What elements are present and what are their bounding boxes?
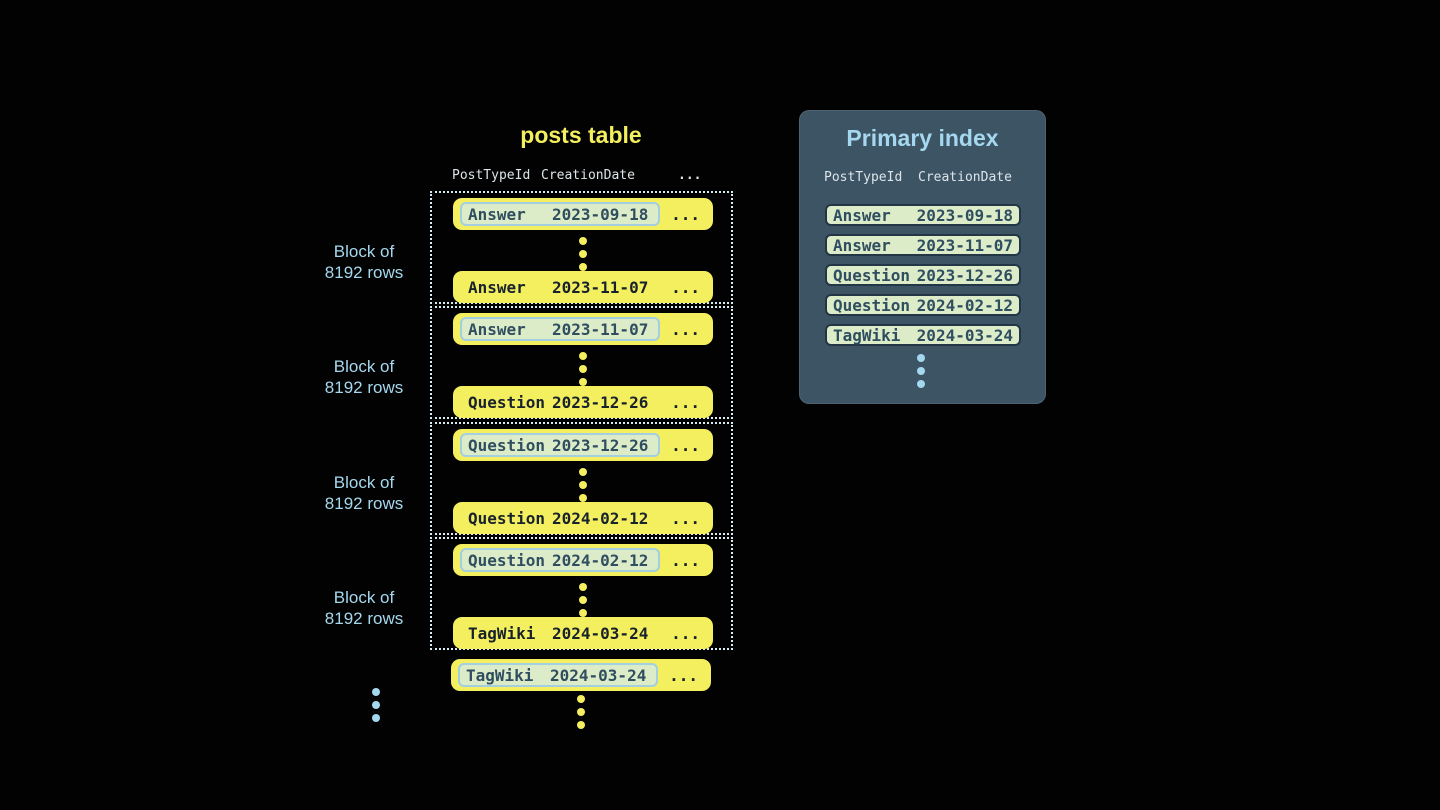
row-more-cell: ...: [671, 277, 700, 297]
index-row: Question 2023-12-26: [825, 264, 1021, 286]
posts-block: Block of 8192 rows Answer 2023-09-18 ...…: [325, 191, 733, 304]
row-more-cell: ...: [671, 508, 700, 528]
post-type-cell: Question: [468, 392, 546, 412]
primary-index-panel: Primary index PostTypeId CreationDate An…: [799, 110, 1046, 404]
row-more-cell: ...: [669, 665, 698, 685]
index-row: Question 2024-02-12: [825, 294, 1021, 316]
posts-table-title: posts table: [520, 122, 642, 148]
post-type-cell: TagWiki: [468, 623, 536, 643]
index-creation-date-cell: 2023-09-18: [916, 205, 1013, 225]
posts-column-header-more: ...: [678, 168, 702, 183]
block-label: Block of 8192 rows: [304, 241, 424, 283]
creation-date-cell: 2023-09-18: [552, 204, 649, 224]
block-last-row: Question 2023-12-26 ...: [453, 386, 713, 418]
creation-date-cell: 2023-11-07: [552, 319, 649, 339]
index-column-header-creationdate: CreationDate: [918, 170, 1012, 185]
posts-column-header-creationdate: CreationDate: [541, 168, 635, 183]
index-post-type-cell: Question: [833, 265, 911, 285]
creation-date-cell: 2024-02-12: [552, 508, 649, 528]
block-label-line2: 8192 rows: [324, 263, 404, 282]
block-first-row: Question 2023-12-26 ...: [453, 429, 713, 461]
row-key: Question 2023-12-26: [460, 390, 660, 414]
index-row: TagWiki 2024-03-24: [825, 324, 1021, 346]
block-first-row: Answer 2023-11-07 ...: [453, 313, 713, 345]
index-continues-ellipsis: [917, 354, 925, 388]
index-key-highlight: Question 2023-12-26: [460, 433, 660, 457]
row-more-cell: ...: [671, 623, 700, 643]
index-column-header-posttypeid: PostTypeId: [824, 170, 903, 185]
index-row: Answer 2023-09-18: [825, 204, 1021, 226]
posts-column-header-posttypeid: PostTypeId: [452, 168, 531, 183]
block-last-row: Answer 2023-11-07 ...: [453, 271, 713, 303]
blocks-continue-ellipsis: [372, 688, 380, 722]
index-post-type-cell: TagWiki: [833, 325, 901, 345]
block-label-line2: 8192 rows: [324, 378, 404, 397]
index-creation-date-cell: 2023-11-07: [916, 235, 1013, 255]
creation-date-cell: 2023-12-26: [552, 392, 649, 412]
row-key: Answer 2023-11-07: [460, 275, 660, 299]
index-key-highlight: Answer 2023-11-07: [460, 317, 660, 341]
index-key-highlight: Question 2024-02-12: [460, 548, 660, 572]
post-type-cell: TagWiki: [466, 665, 534, 685]
block-rows-ellipsis: [579, 468, 587, 502]
post-type-cell: Question: [468, 435, 546, 455]
post-type-cell: Question: [468, 508, 546, 528]
creation-date-cell: 2023-12-26: [552, 435, 649, 455]
creation-date-cell: 2024-03-24: [550, 665, 647, 685]
block-label-line2: 8192 rows: [324, 494, 404, 513]
block-label-line1: Block of: [333, 357, 395, 376]
index-creation-date-cell: 2023-12-26: [916, 265, 1013, 285]
creation-date-cell: 2024-03-24: [552, 623, 649, 643]
block-label: Block of 8192 rows: [304, 587, 424, 629]
block-rows-ellipsis: [579, 583, 587, 617]
block-label-line1: Block of: [333, 242, 395, 261]
index-creation-date-cell: 2024-03-24: [916, 325, 1013, 345]
post-type-cell: Answer: [468, 319, 526, 339]
block-label: Block of 8192 rows: [304, 472, 424, 514]
row-more-cell: ...: [671, 392, 700, 412]
posts-block: Block of 8192 rows Answer 2023-11-07 ...…: [325, 306, 733, 419]
post-type-cell: Answer: [468, 277, 526, 297]
index-creation-date-cell: 2024-02-12: [916, 295, 1013, 315]
block-last-row: Question 2024-02-12 ...: [453, 502, 713, 534]
block-first-row: Answer 2023-09-18 ...: [453, 198, 713, 230]
block-rows-ellipsis: [579, 352, 587, 386]
block-last-row: TagWiki 2024-03-24 ...: [453, 617, 713, 649]
row-key: TagWiki 2024-03-24: [460, 621, 660, 645]
index-post-type-cell: Answer: [833, 235, 891, 255]
index-post-type-cell: Answer: [833, 205, 891, 225]
post-type-cell: Answer: [468, 204, 526, 224]
index-post-type-cell: Question: [833, 295, 911, 315]
block-first-row: Question 2024-02-12 ...: [453, 544, 713, 576]
creation-date-cell: 2023-11-07: [552, 277, 649, 297]
table-continues-ellipsis: [577, 695, 585, 729]
row-more-cell: ...: [671, 204, 700, 224]
row-more-cell: ...: [671, 319, 700, 339]
creation-date-cell: 2024-02-12: [552, 550, 649, 570]
index-key-highlight: TagWiki 2024-03-24: [458, 663, 658, 687]
posts-block: Block of 8192 rows Question 2024-02-12 .…: [325, 537, 733, 650]
block-label-line1: Block of: [333, 588, 395, 607]
block-label: Block of 8192 rows: [304, 356, 424, 398]
overflow-row: TagWiki 2024-03-24 ...: [451, 659, 711, 691]
block-label-line1: Block of: [333, 473, 395, 492]
index-key-highlight: Answer 2023-09-18: [460, 202, 660, 226]
row-key: Question 2024-02-12: [460, 506, 660, 530]
block-rows-ellipsis: [579, 237, 587, 271]
block-label-line2: 8192 rows: [324, 609, 404, 628]
row-more-cell: ...: [671, 550, 700, 570]
index-row: Answer 2023-11-07: [825, 234, 1021, 256]
posts-block: Block of 8192 rows Question 2023-12-26 .…: [325, 422, 733, 535]
row-more-cell: ...: [671, 435, 700, 455]
primary-index-title: Primary index: [846, 125, 999, 151]
post-type-cell: Question: [468, 550, 546, 570]
